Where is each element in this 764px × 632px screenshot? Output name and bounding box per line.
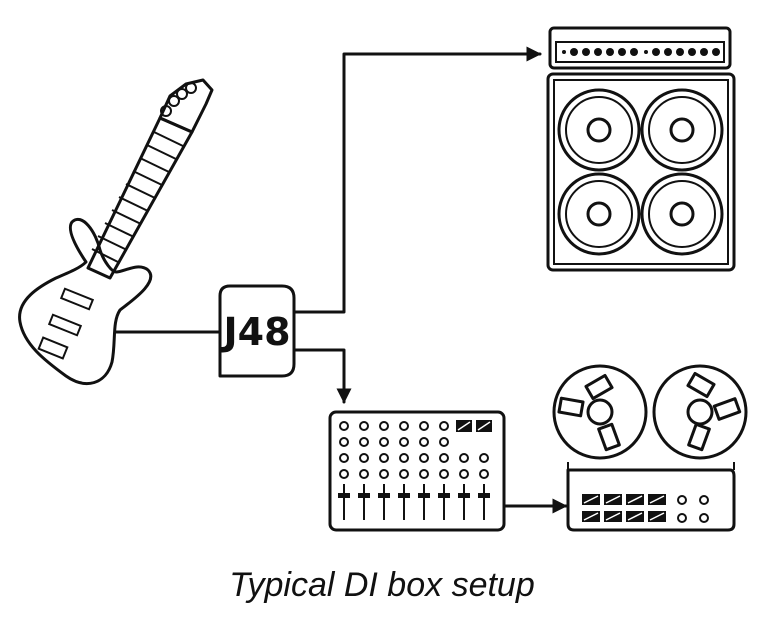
bass-guitar-icon — [18, 78, 214, 385]
di-box-label: J48 — [220, 310, 290, 354]
dibox-to-mixer-cable — [292, 348, 352, 404]
dibox-to-amp-cable — [292, 46, 542, 314]
amplifier-icon — [546, 26, 736, 272]
mixer-icon — [328, 410, 506, 532]
diagram-caption: Typical DI box setup — [229, 566, 535, 604]
di-box: J48 — [218, 284, 296, 378]
tape-recorder-icon — [552, 364, 748, 532]
